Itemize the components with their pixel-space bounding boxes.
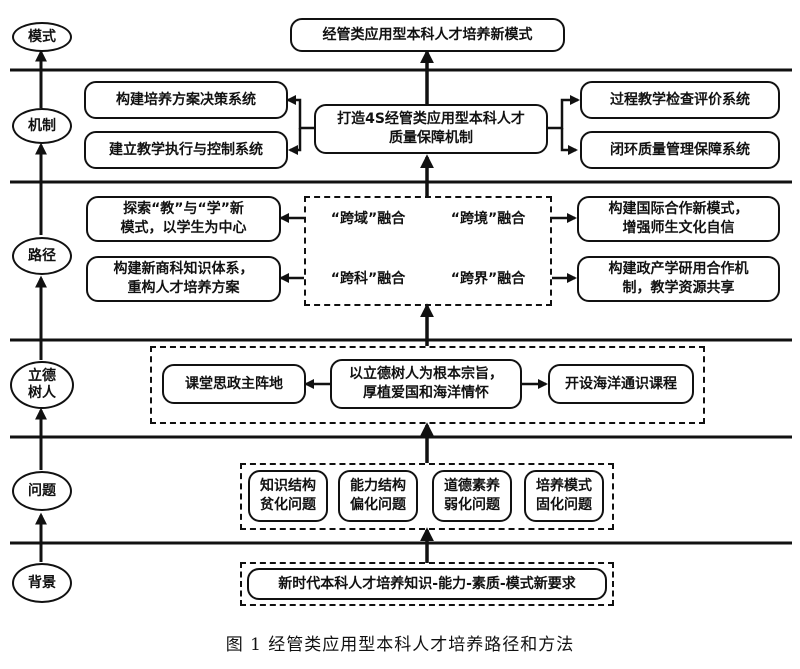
path-left-bottom: 构建新商科知识体系， 重构人才培养方案 bbox=[86, 256, 281, 302]
level-background: 背景 bbox=[12, 563, 72, 603]
level-problem: 问题 bbox=[12, 471, 72, 511]
mechanism-brackets bbox=[286, 95, 580, 155]
section-separators bbox=[10, 68, 792, 545]
fusion-cross-domain: “跨域”融合 bbox=[330, 210, 406, 227]
mechanism-left-top: 构建培养方案决策系统 bbox=[84, 81, 288, 119]
morality-right: 开设海洋通识课程 bbox=[548, 364, 694, 404]
fusion-cross-sector: “跨界”融合 bbox=[450, 270, 526, 287]
problem-mode: 培养模式 固化问题 bbox=[524, 470, 604, 522]
fusion-group bbox=[304, 196, 552, 306]
path-right-bottom: 构建政产学研用合作机 制，教学资源共享 bbox=[577, 256, 780, 302]
level-mode: 模式 bbox=[12, 22, 72, 52]
problem-morality: 道德素养 弱化问题 bbox=[432, 470, 512, 522]
background-box: 新时代本科人才培养知识-能力-素质-模式新要求 bbox=[247, 568, 607, 600]
level-morality: 立德 树人 bbox=[10, 361, 74, 409]
level-path: 路径 bbox=[12, 237, 72, 275]
mechanism-right-bottom: 闭环质量管理保障系统 bbox=[580, 131, 780, 169]
path-left-top: 探索“教”与“学”新 模式，以学生为中心 bbox=[86, 196, 281, 242]
path-right-top: 构建国际合作新模式， 增强师生文化自信 bbox=[577, 196, 780, 242]
background-group bbox=[240, 562, 614, 606]
mechanism-left-bottom: 建立教学执行与控制系统 bbox=[84, 131, 288, 169]
mechanism-right-top: 过程教学检查评价系统 bbox=[580, 81, 780, 119]
level-mechanism: 机制 bbox=[12, 108, 72, 144]
path-arrows bbox=[279, 213, 577, 283]
problem-knowledge: 知识结构 贫化问题 bbox=[248, 470, 328, 522]
mechanism-center: 打造4S经管类应用型本科人才 质量保障机制 bbox=[314, 104, 548, 154]
fusion-cross-discipline: “跨科”融合 bbox=[330, 270, 406, 287]
morality-group bbox=[150, 346, 705, 424]
morality-left: 课堂思政主阵地 bbox=[162, 364, 306, 404]
fusion-cross-border: “跨境”融合 bbox=[450, 210, 526, 227]
morality-center: 以立德树人为根本宗旨， 厚植爱国和海洋情怀 bbox=[330, 359, 522, 409]
problem-group bbox=[240, 463, 614, 530]
figure-caption: 图 1 经管类应用型本科人才培养路径和方法 bbox=[225, 635, 575, 655]
problem-ability: 能力结构 偏化问题 bbox=[338, 470, 418, 522]
mode-box: 经管类应用型本科人才培养新模式 bbox=[290, 18, 565, 52]
